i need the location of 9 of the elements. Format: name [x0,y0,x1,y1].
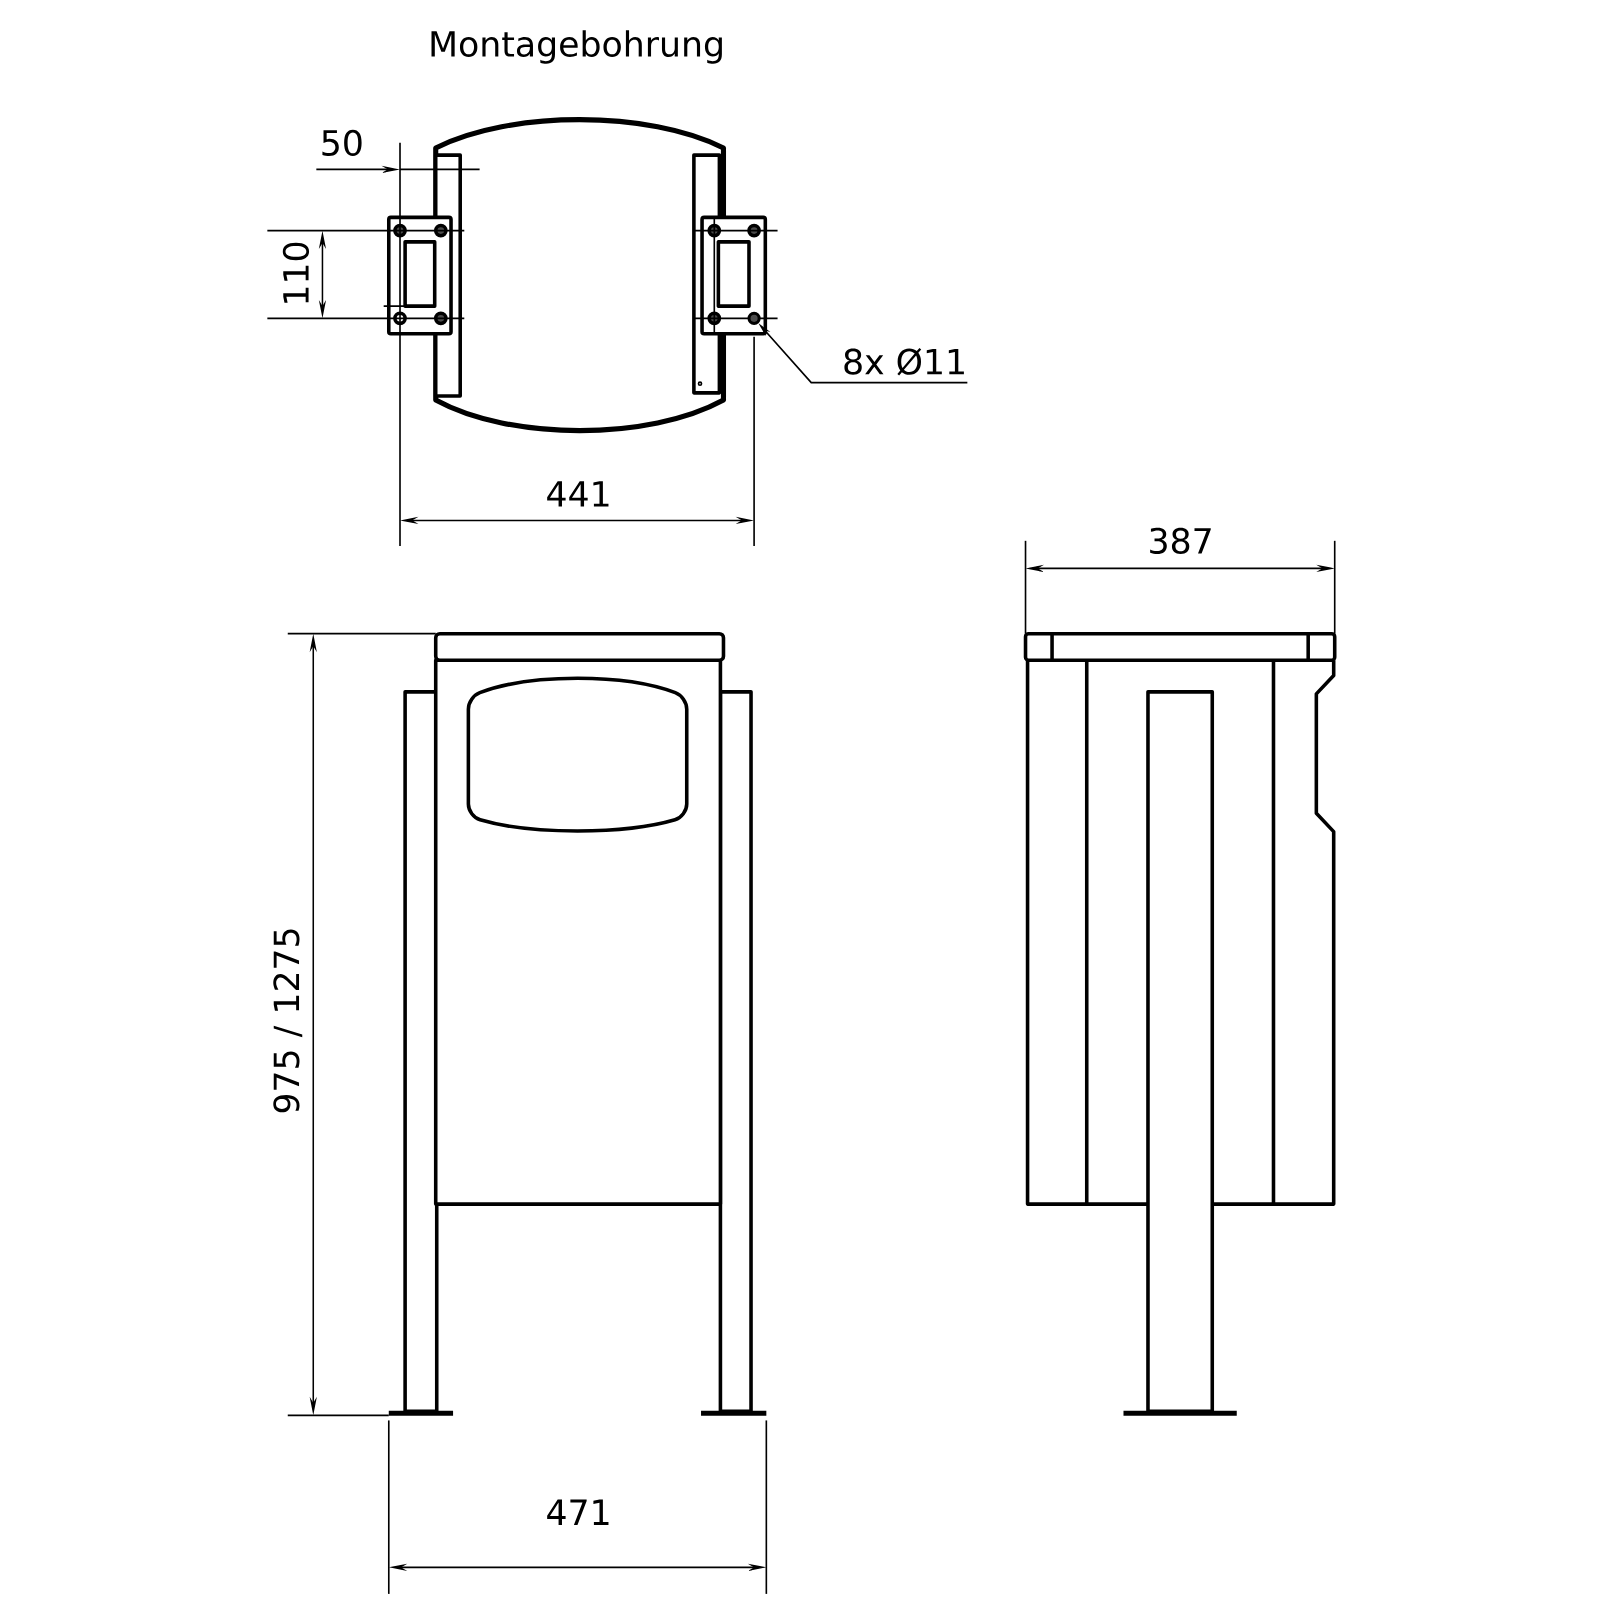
dimension-label: 110 [282,242,310,303]
view-title: Montagebohrung [431,30,722,64]
dimension-label: 387 [1150,527,1211,554]
mounting-hole [747,311,761,325]
dimension-label: 975 / 1275 [273,929,303,1113]
dimension-label: 441 [547,481,609,507]
dimension-label: 471 [547,1499,609,1525]
dimension-label: 50 [322,129,362,156]
callout-text: 8x Ø11 [844,347,964,376]
